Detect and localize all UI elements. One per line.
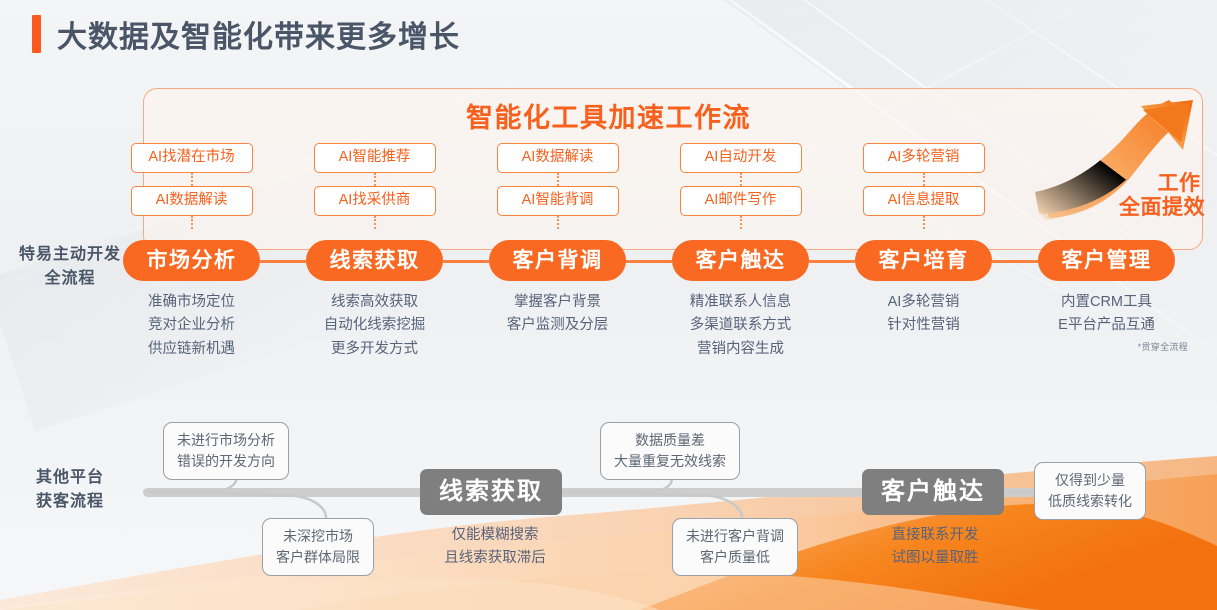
pain-point-callout[interactable]: 数据质量差大量重复无效线索 xyxy=(600,422,740,480)
bottom-stage-pill[interactable]: 线索获取 xyxy=(420,469,562,515)
uplift-line-1: 工作 xyxy=(1157,172,1201,195)
flow-stage-pill[interactable]: 客户背调 xyxy=(489,240,626,281)
top-flow-row: 特易主动开发 全流程 AI找潜在市场 AI数据解读市场分析准确市场定位竞对企业分析… xyxy=(0,143,1198,361)
pill-connector-1 xyxy=(260,260,306,263)
ai-tool-box[interactable]: AI智能推荐 xyxy=(313,143,436,173)
callout-line: 数据质量差 xyxy=(635,432,705,448)
dotted-connector xyxy=(373,173,376,186)
ai-section-headline: 智能化工具加速工作流 xyxy=(466,103,751,133)
bottom-stage-description: 仅能模糊搜索且线索获取滞后 xyxy=(420,524,570,571)
pill-connector-3 xyxy=(626,260,672,263)
description-line: 竞对企业分析 xyxy=(148,317,235,334)
callout-line: 客户质量低 xyxy=(700,549,770,565)
callout-line: 仅得到少量 xyxy=(1055,472,1125,488)
bottom-flow-row: 其他平台 获客流程 线索获取仅能模糊搜索且线索获取滞后 客户触达直接联系开发试图以… xyxy=(0,400,1217,600)
dotted-connector xyxy=(922,216,925,229)
pill-connector-2 xyxy=(443,260,489,263)
row-label-top: 特易主动开发 全流程 xyxy=(0,243,140,291)
description-line: E平台产品互通 xyxy=(1058,317,1155,334)
bottom-stage-description: 直接联系开发试图以量取胜 xyxy=(862,524,1008,571)
dotted-connector xyxy=(739,216,742,229)
flow-stage-pill[interactable]: 客户管理 xyxy=(1038,240,1175,281)
ai-tool-box[interactable]: AI邮件写作 xyxy=(679,186,802,216)
description-line: 内置CRM工具 xyxy=(1060,294,1153,310)
dotted-connector xyxy=(373,216,376,229)
description-line: 更多开发方式 xyxy=(331,340,418,357)
callout-line: 未进行市场分析 xyxy=(177,432,275,448)
dotted-connector xyxy=(190,216,193,229)
description-line: 掌握客户背景 xyxy=(514,294,601,310)
row-label-top-line1: 特易主动开发 xyxy=(18,246,121,263)
description-line: 自动化线索挖掘 xyxy=(323,317,426,334)
row-label-bottom-line2: 获客流程 xyxy=(35,493,104,510)
pill-connector-5 xyxy=(992,260,1038,263)
pain-point-callout[interactable]: 仅得到少量低质线索转化 xyxy=(1034,462,1146,520)
callout-line: 未深挖市场 xyxy=(283,528,353,544)
pill-connector-4 xyxy=(809,260,855,263)
growth-arrow-up-icon xyxy=(1035,100,1205,220)
dotted-connector xyxy=(190,173,193,186)
ai-tool-box[interactable]: AI找采供商 xyxy=(313,186,436,216)
ai-tool-box[interactable]: AI数据解读 xyxy=(130,186,253,216)
pain-point-callout[interactable]: 未深挖市场客户群体局限 xyxy=(262,518,374,576)
bottom-stage-pill[interactable]: 客户触达 xyxy=(862,469,1004,515)
description-line: 供应链新机遇 xyxy=(148,340,235,357)
description-line: 且线索获取滞后 xyxy=(444,550,546,567)
description-line: 针对性营销 xyxy=(887,317,960,334)
dotted-connector xyxy=(922,173,925,186)
description-line: 仅能模糊搜索 xyxy=(451,527,539,543)
flow-stage-description: AI多轮营销针对性营销 xyxy=(832,291,1015,338)
flow-stage-pill[interactable]: 市场分析 xyxy=(123,240,260,281)
flow-stage-description: 准确市场定位竞对企业分析供应链新机遇 xyxy=(100,291,283,361)
flow-stage-description: 线索高效获取自动化线索挖掘更多开发方式 xyxy=(283,291,466,361)
flow-stage-pill[interactable]: 线索获取 xyxy=(306,240,443,281)
dotted-connector xyxy=(739,173,742,186)
callout-line: 客户群体局限 xyxy=(276,549,360,565)
dotted-connector xyxy=(556,173,559,186)
page-title: 大数据及智能化带来更多增长 xyxy=(57,21,460,54)
flow-stage-pill[interactable]: 客户触达 xyxy=(672,240,809,281)
flow-stage-description: 精准联系人信息多渠道联系方式营销内容生成 xyxy=(649,291,832,361)
description-line: AI多轮营销 xyxy=(887,294,960,310)
uplift-callout: 工作 全面提效 xyxy=(1119,172,1217,221)
pain-point-callout[interactable]: 未进行客户背调客户质量低 xyxy=(672,518,798,576)
description-line: 线索高效获取 xyxy=(331,294,418,310)
description-line: 客户监测及分层 xyxy=(506,317,609,334)
title-accent-bar xyxy=(32,15,41,53)
row-label-top-line2: 全流程 xyxy=(44,270,96,287)
flow-stage-description: 掌握客户背景客户监测及分层 xyxy=(466,291,649,338)
description-line: 多渠道联系方式 xyxy=(689,317,792,334)
flow-stage-description: 内置CRM工具 E平台产品互通 xyxy=(1015,291,1198,338)
flow-stage-pill[interactable]: 客户培育 xyxy=(855,240,992,281)
ai-tool-box[interactable]: AI找潜在市场 xyxy=(130,143,253,173)
row-label-bottom-line1: 其他平台 xyxy=(35,469,104,486)
description-line: 精准联系人信息 xyxy=(689,294,792,310)
pain-point-callout[interactable]: 未进行市场分析错误的开发方向 xyxy=(163,422,289,480)
callout-line: 低质线索转化 xyxy=(1048,493,1132,509)
page-header: 大数据及智能化带来更多增长 xyxy=(32,12,460,56)
callout-line: 未进行客户背调 xyxy=(686,528,784,544)
callout-line: 错误的开发方向 xyxy=(177,453,275,469)
ai-tool-box[interactable]: AI智能背调 xyxy=(496,186,619,216)
description-line: 直接联系开发 xyxy=(891,527,979,543)
ai-tool-box[interactable]: AI自动开发 xyxy=(679,143,802,173)
description-line: 试图以量取胜 xyxy=(891,550,979,567)
uplift-line-2: 全面提效 xyxy=(1119,196,1205,220)
dotted-connector xyxy=(556,216,559,229)
ai-tool-box[interactable]: AI信息提取 xyxy=(862,186,985,216)
row-label-bottom: 其他平台 获客流程 xyxy=(0,466,140,514)
ai-tool-box[interactable]: AI多轮营销 xyxy=(862,143,985,173)
ai-tool-box[interactable]: AI数据解读 xyxy=(496,143,619,173)
description-line: 准确市场定位 xyxy=(148,294,235,310)
description-line: 营销内容生成 xyxy=(697,340,784,357)
callout-line: 大量重复无效线索 xyxy=(614,453,726,469)
flow-stage-footnote: *贯穿全流程 xyxy=(1137,341,1188,352)
